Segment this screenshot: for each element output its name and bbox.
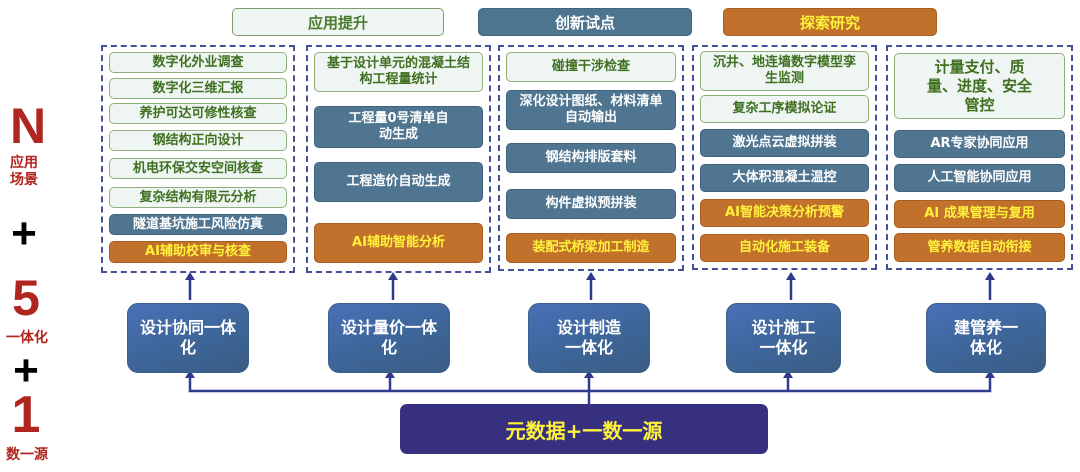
- arrowhead: [584, 370, 594, 378]
- item: 钢结构正向设计: [109, 130, 287, 151]
- plus-sign: +: [11, 209, 37, 258]
- column-design-quantity-price: 基于设计单元的混凝土结构工程量统计 工程量0号清单自动生成 工程造价自动生成 A…: [306, 45, 491, 273]
- item: 大体积混凝土温控: [700, 164, 869, 192]
- column-design-collaboration: 数字化外业调查 数字化三维汇报 养护可达可修性核查 钢结构正向设计 机电环保交安…: [101, 45, 295, 273]
- five-text: 一体化: [6, 330, 48, 346]
- item: AR专家协同应用: [894, 130, 1065, 158]
- item: 深化设计图纸、材料清单自动输出: [506, 90, 676, 130]
- n-label: N: [9, 98, 47, 154]
- column-design-construction: 沉井、地连墙数字模型孪生监测 复杂工序模拟论证 激光点云虚拟拼装 大体积混凝土温…: [692, 45, 877, 270]
- column-design-manufacturing: 碰撞干涉检查 深化设计图纸、材料清单自动输出 钢结构排版套料 构件虚拟预拼装 装…: [498, 45, 684, 271]
- item: 激光点云虚拟拼装: [700, 129, 869, 157]
- integration-design-quantity-price: 设计量价一体化: [328, 303, 450, 373]
- item: 管养数据自动衔接: [894, 233, 1065, 262]
- item: 沉井、地连墙数字模型孪生监测: [700, 51, 869, 91]
- item: AI辅助校审与核查: [109, 241, 287, 263]
- item: 自动化施工装备: [700, 234, 869, 262]
- item: 工程造价自动生成: [314, 162, 483, 202]
- arrowhead: [786, 272, 796, 280]
- item: 人工智能协同应用: [894, 164, 1065, 192]
- item: 复杂工序模拟论证: [700, 95, 869, 123]
- header-pilot: 创新试点: [478, 8, 692, 36]
- integration-design-manufacturing: 设计制造一体化: [528, 303, 650, 373]
- item: 复杂结构有限元分析: [109, 187, 287, 208]
- item: 数字化外业调查: [109, 52, 287, 73]
- item: 钢结构排版套料: [506, 143, 676, 173]
- arrowhead: [185, 272, 195, 280]
- arrowhead: [985, 272, 995, 280]
- base-metadata-single-source: 元数据+一数一源: [400, 404, 768, 454]
- plus-sign: +: [13, 346, 39, 395]
- item: 养护可达可修性核查: [109, 103, 287, 124]
- integration-construction-management-maintenance: 建管养一体化: [926, 303, 1046, 373]
- one-text: 数一源: [6, 447, 48, 463]
- arrowhead: [783, 370, 793, 378]
- arrowhead: [586, 272, 596, 280]
- item: AI智能决策分析预警: [700, 199, 869, 227]
- item: 计量支付、质量、进度、安全管控: [894, 53, 1065, 119]
- item: 工程量0号清单自动生成: [314, 106, 483, 148]
- column-construction-management-maintenance: 计量支付、质量、进度、安全管控 AR专家协同应用 人工智能协同应用 AI 成果管…: [886, 45, 1073, 270]
- arrowhead: [185, 370, 195, 378]
- item: 碰撞干涉检查: [506, 52, 676, 82]
- item: 数字化三维汇报: [109, 78, 287, 99]
- item: 机电环保交安空间核查: [109, 158, 287, 179]
- header-apply: 应用提升: [232, 8, 444, 36]
- item: AI 成果管理与复用: [894, 200, 1065, 228]
- item: 隧道基坑施工风险仿真: [109, 214, 287, 235]
- arrowhead: [385, 370, 395, 378]
- item: AI辅助智能分析: [314, 223, 483, 263]
- integration-design-construction: 设计施工一体化: [726, 303, 841, 373]
- one-label: 1: [11, 386, 41, 444]
- arrowhead: [388, 272, 398, 280]
- item: 构件虚拟预拼装: [506, 189, 676, 219]
- header-research: 探索研究: [723, 8, 937, 36]
- item: 基于设计单元的混凝土结构工程量统计: [314, 52, 483, 92]
- arrowhead: [985, 370, 995, 378]
- n-text: 应用场景: [10, 155, 38, 188]
- item: 装配式桥梁加工制造: [506, 233, 676, 263]
- five-label: 5: [12, 270, 40, 326]
- integration-design-collaboration: 设计协同一体化: [127, 303, 249, 373]
